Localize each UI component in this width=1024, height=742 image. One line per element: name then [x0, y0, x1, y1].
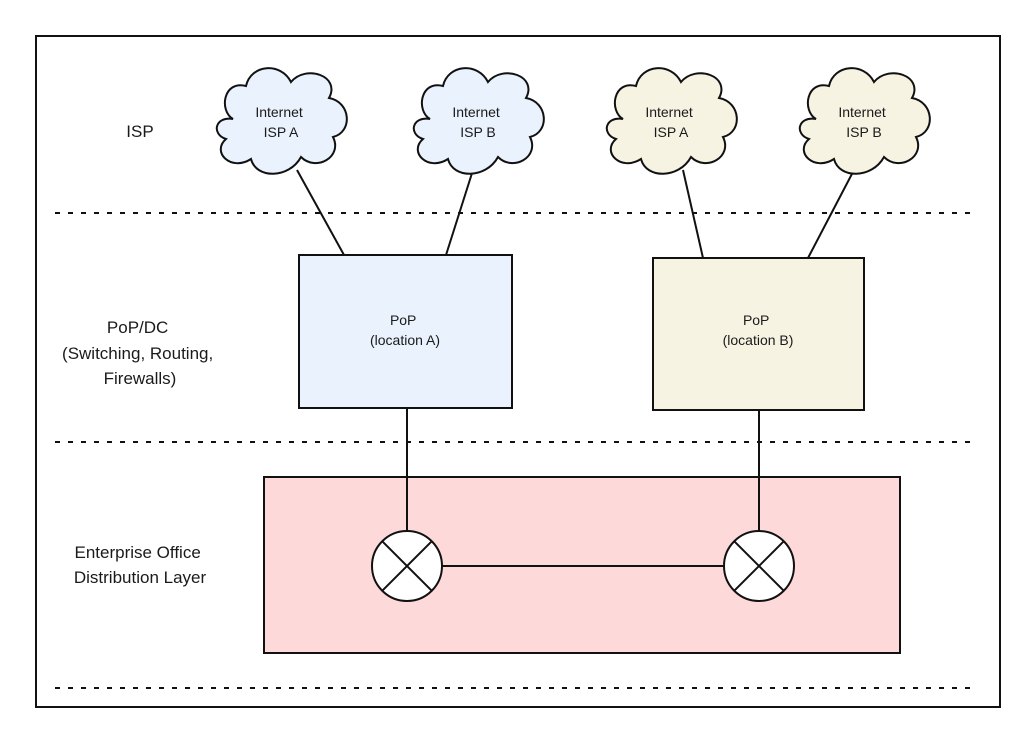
- cloud-label: Internet ISP A: [645, 104, 696, 140]
- link-cloud-1-pop-a: [296, 169, 345, 256]
- cloud-label: Internet ISP B: [838, 104, 889, 140]
- cloud-label: Internet ISP A: [255, 104, 306, 140]
- cloud-label: Internet ISP B: [452, 104, 503, 140]
- router-a-icon: [371, 530, 443, 602]
- layer-label-isp: ISP: [126, 122, 153, 141]
- pop-location-a-label: PoP (location A): [370, 312, 440, 348]
- router-b-icon: [723, 530, 795, 602]
- layer-label-pop-dc: PoP/DC (Switching, Routing, Firewalls): [62, 318, 218, 388]
- link-cloud-3-pop-b: [682, 169, 704, 259]
- cloud-isp-a-2: Internet ISP A: [605, 67, 738, 175]
- pop-location-a-box: [298, 254, 513, 409]
- router-b-cross-2: [733, 540, 785, 592]
- link-cloud-2-pop-a: [445, 169, 474, 256]
- cloud-isp-b-2: Internet ISP B: [798, 67, 931, 175]
- pop-location-b-box: [652, 257, 865, 411]
- cloud-isp-a-1: Internet ISP A: [215, 67, 348, 175]
- layer-label-enterprise: Enterprise Office Distribution Layer: [74, 543, 207, 587]
- router-a-cross-2: [381, 540, 433, 592]
- link-cloud-4-pop-b: [807, 169, 855, 259]
- pop-location-b-label: PoP (location B): [723, 312, 794, 348]
- cloud-isp-b-1: Internet ISP B: [412, 67, 545, 175]
